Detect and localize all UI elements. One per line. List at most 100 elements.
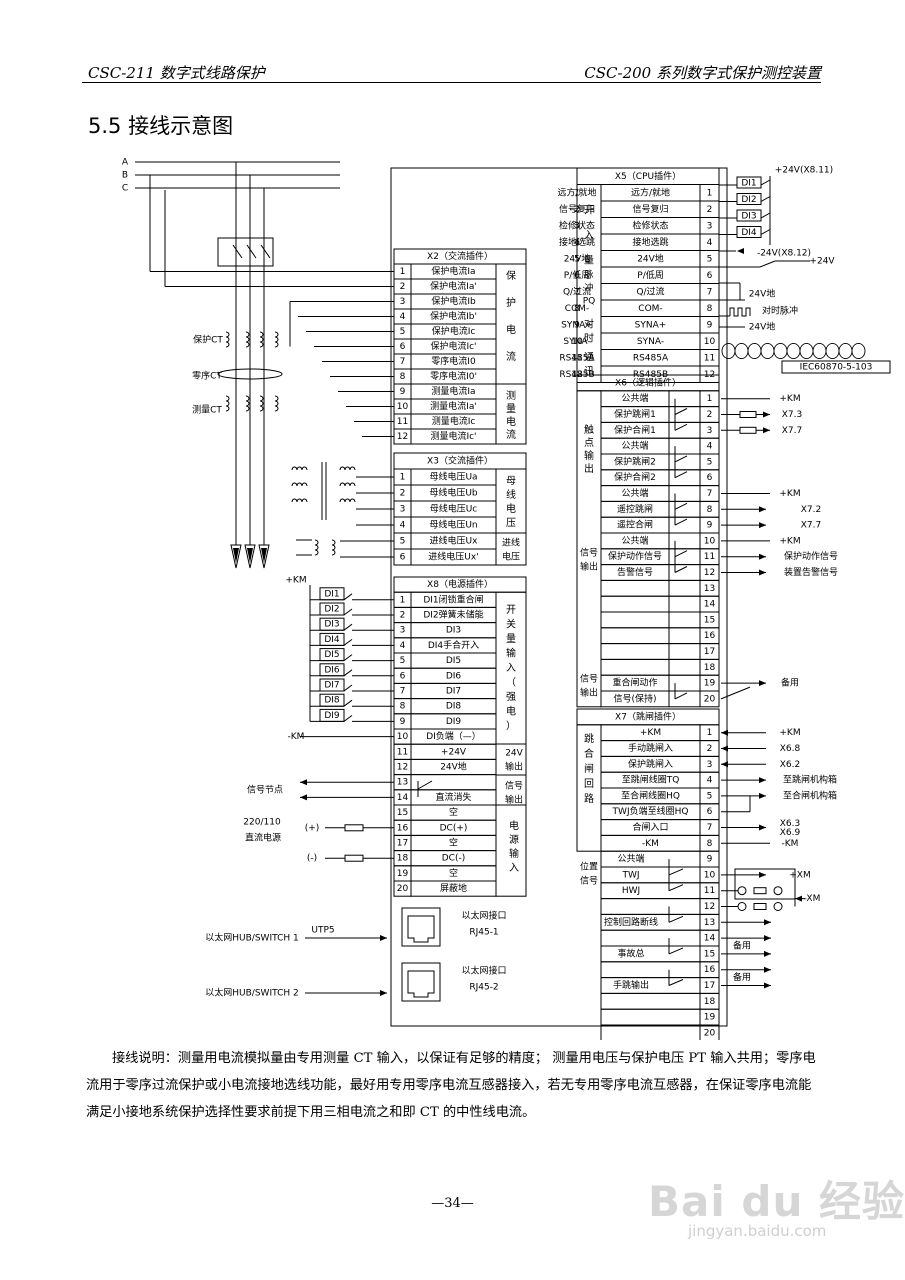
arrow-head — [764, 950, 771, 957]
ct-coil — [259, 395, 264, 412]
x8-terminal-name: 屏蔽地 — [440, 882, 467, 894]
device-frame — [390, 167, 728, 1027]
x5-terminal-name: COM- — [638, 304, 662, 314]
x7-terminal-name: -KM — [642, 839, 659, 849]
x8-group-di: 强 — [506, 691, 516, 703]
x5-terminal-number: 2 — [707, 205, 713, 215]
x2-terminal-name: 测量电流Ia' — [430, 400, 477, 412]
x7-group-trip: 跳 — [584, 732, 594, 745]
x5-minus24-label: -24V(X8.12) — [757, 249, 811, 259]
x8-terminal-number: 14 — [397, 793, 409, 803]
x5-di-box — [736, 209, 762, 222]
rj45-icon — [407, 970, 435, 998]
x8-terminal-name: DC(-) — [442, 854, 465, 864]
x5-terminal-number: 1 — [707, 188, 713, 198]
x5-terminal-number: 7 — [707, 287, 713, 297]
x7-name-cell — [600, 929, 701, 947]
breaker-contact — [260, 244, 271, 259]
watermark-brand: Bai du 经验 — [648, 1177, 905, 1226]
arrow-head — [759, 553, 766, 560]
x6-terminal-number: 15 — [704, 615, 715, 625]
x8-group-di: 电 — [506, 705, 516, 718]
x6-contact-blade — [674, 423, 688, 431]
x7-terminal-number: 12 — [704, 902, 715, 912]
x8-group-di: 关 — [506, 618, 516, 631]
x5-terminal-number: 6 — [707, 271, 713, 281]
x8-terminal-name: 空 — [449, 837, 458, 849]
ct-label-protect: 保护CT — [193, 334, 223, 346]
wiring-caption: 接线说明：测量用电流模拟量由专用测量 CT 输入，以保证有足够的精度； 测量用电… — [86, 1051, 816, 1120]
x7-right-label: X6.2 — [780, 760, 800, 770]
x5-group-time: 时 — [584, 333, 594, 345]
x6-name-cell — [600, 611, 670, 629]
x7-terminal-name: 手动跳闸入 — [628, 742, 673, 754]
rj45-name: 以太网接口 — [461, 910, 506, 922]
x7-right-label: 至跳闸机构箱 — [783, 774, 837, 786]
x3-terminal-number: 2 — [400, 489, 406, 499]
iec-box — [781, 360, 891, 374]
x5-group-time: 对 — [584, 318, 594, 331]
arrow-head — [759, 824, 766, 831]
x7-terminal-number: 4 — [707, 776, 713, 786]
x2-group-protect: 保 — [506, 269, 516, 282]
x8-terminal-name: DI8 — [446, 702, 462, 712]
x6-terminal-name: 保护动作信号 — [608, 550, 662, 562]
x6-num-cell — [699, 690, 720, 708]
x7-terminal-name: TWJ — [621, 870, 639, 880]
arrow-head — [764, 919, 771, 926]
arrow-head — [721, 729, 728, 736]
x8-group-di: 开 — [506, 605, 516, 616]
x5-terminal-number: 3 — [707, 221, 713, 231]
ct-coil — [274, 331, 279, 348]
x7-terminal-name: +KM — [640, 728, 661, 738]
arrow-head — [721, 745, 728, 752]
x6-group-sig1: 输出 — [580, 560, 598, 572]
x3-terminal-number: 5 — [400, 537, 406, 547]
x6-terminal-number: 3 — [707, 426, 713, 436]
x6-terminal-number: 16 — [704, 631, 716, 641]
x5-pulse-label: 对时脉冲 — [762, 305, 798, 317]
x5-di-label: DI2 — [741, 195, 756, 205]
x7-name-cell — [600, 882, 701, 900]
x8-terminal-number: 6 — [400, 671, 406, 681]
x5-di-box — [736, 193, 762, 205]
di-switch-label: DI5 — [324, 650, 339, 660]
x2-terminal-name: 保护电流Ic — [432, 325, 476, 337]
x7-contact-blade — [668, 915, 684, 923]
x6-name-cell — [600, 627, 670, 645]
x8-terminal-number: 5 — [400, 656, 406, 666]
x7-terminal-number: 1 — [707, 728, 713, 738]
di-contact — [343, 684, 353, 692]
x6-terminal-name: 重合闸动作 — [612, 677, 657, 689]
rj45-id: RJ45-2 — [469, 983, 498, 993]
x8-terminal-number: 20 — [397, 884, 409, 894]
arrow-head — [759, 871, 766, 878]
x2-terminal-name: 保护电流Ia' — [430, 280, 477, 292]
x6-right-label: +KM — [779, 394, 800, 404]
x5-di-label: DI3 — [741, 212, 756, 222]
x6-contact-blade — [674, 550, 688, 558]
x8-terminal-number: 3 — [400, 626, 406, 636]
x7-terminal-name: TWJ负端至线圈HQ — [612, 805, 689, 817]
x8-terminal-number: 19 — [397, 869, 409, 879]
x5-terminal-name: SYNA- — [637, 337, 664, 347]
x2-terminal-name: 零序电流I0' — [430, 370, 477, 382]
x8-terminal-number: 15 — [397, 808, 408, 818]
x6-contact-cell — [668, 658, 701, 676]
x5-plus24b-label: +24V — [809, 257, 835, 267]
x6-right-label: 装置告警信号 — [784, 566, 838, 578]
x8-group-pwr: 输 — [509, 847, 519, 860]
x2-terminal-name: 保护电流Ib — [431, 295, 476, 307]
x6-contact-cell — [668, 421, 701, 439]
x7-contact-blade — [668, 947, 684, 955]
x7-terminal-number: 10 — [704, 870, 716, 880]
page-number: —34— — [431, 1196, 474, 1211]
x6-terminal-number: 19 — [704, 679, 716, 689]
arrow-head — [721, 761, 728, 768]
x7-name-cell — [600, 961, 701, 979]
rs485-twisted-pair — [721, 343, 866, 359]
x6-name-cell — [600, 579, 670, 597]
x5-gnd2-label: 24V地 — [749, 321, 776, 333]
x2-terminal-name: 测量电流Ic — [432, 415, 476, 427]
di-contact — [343, 715, 353, 722]
